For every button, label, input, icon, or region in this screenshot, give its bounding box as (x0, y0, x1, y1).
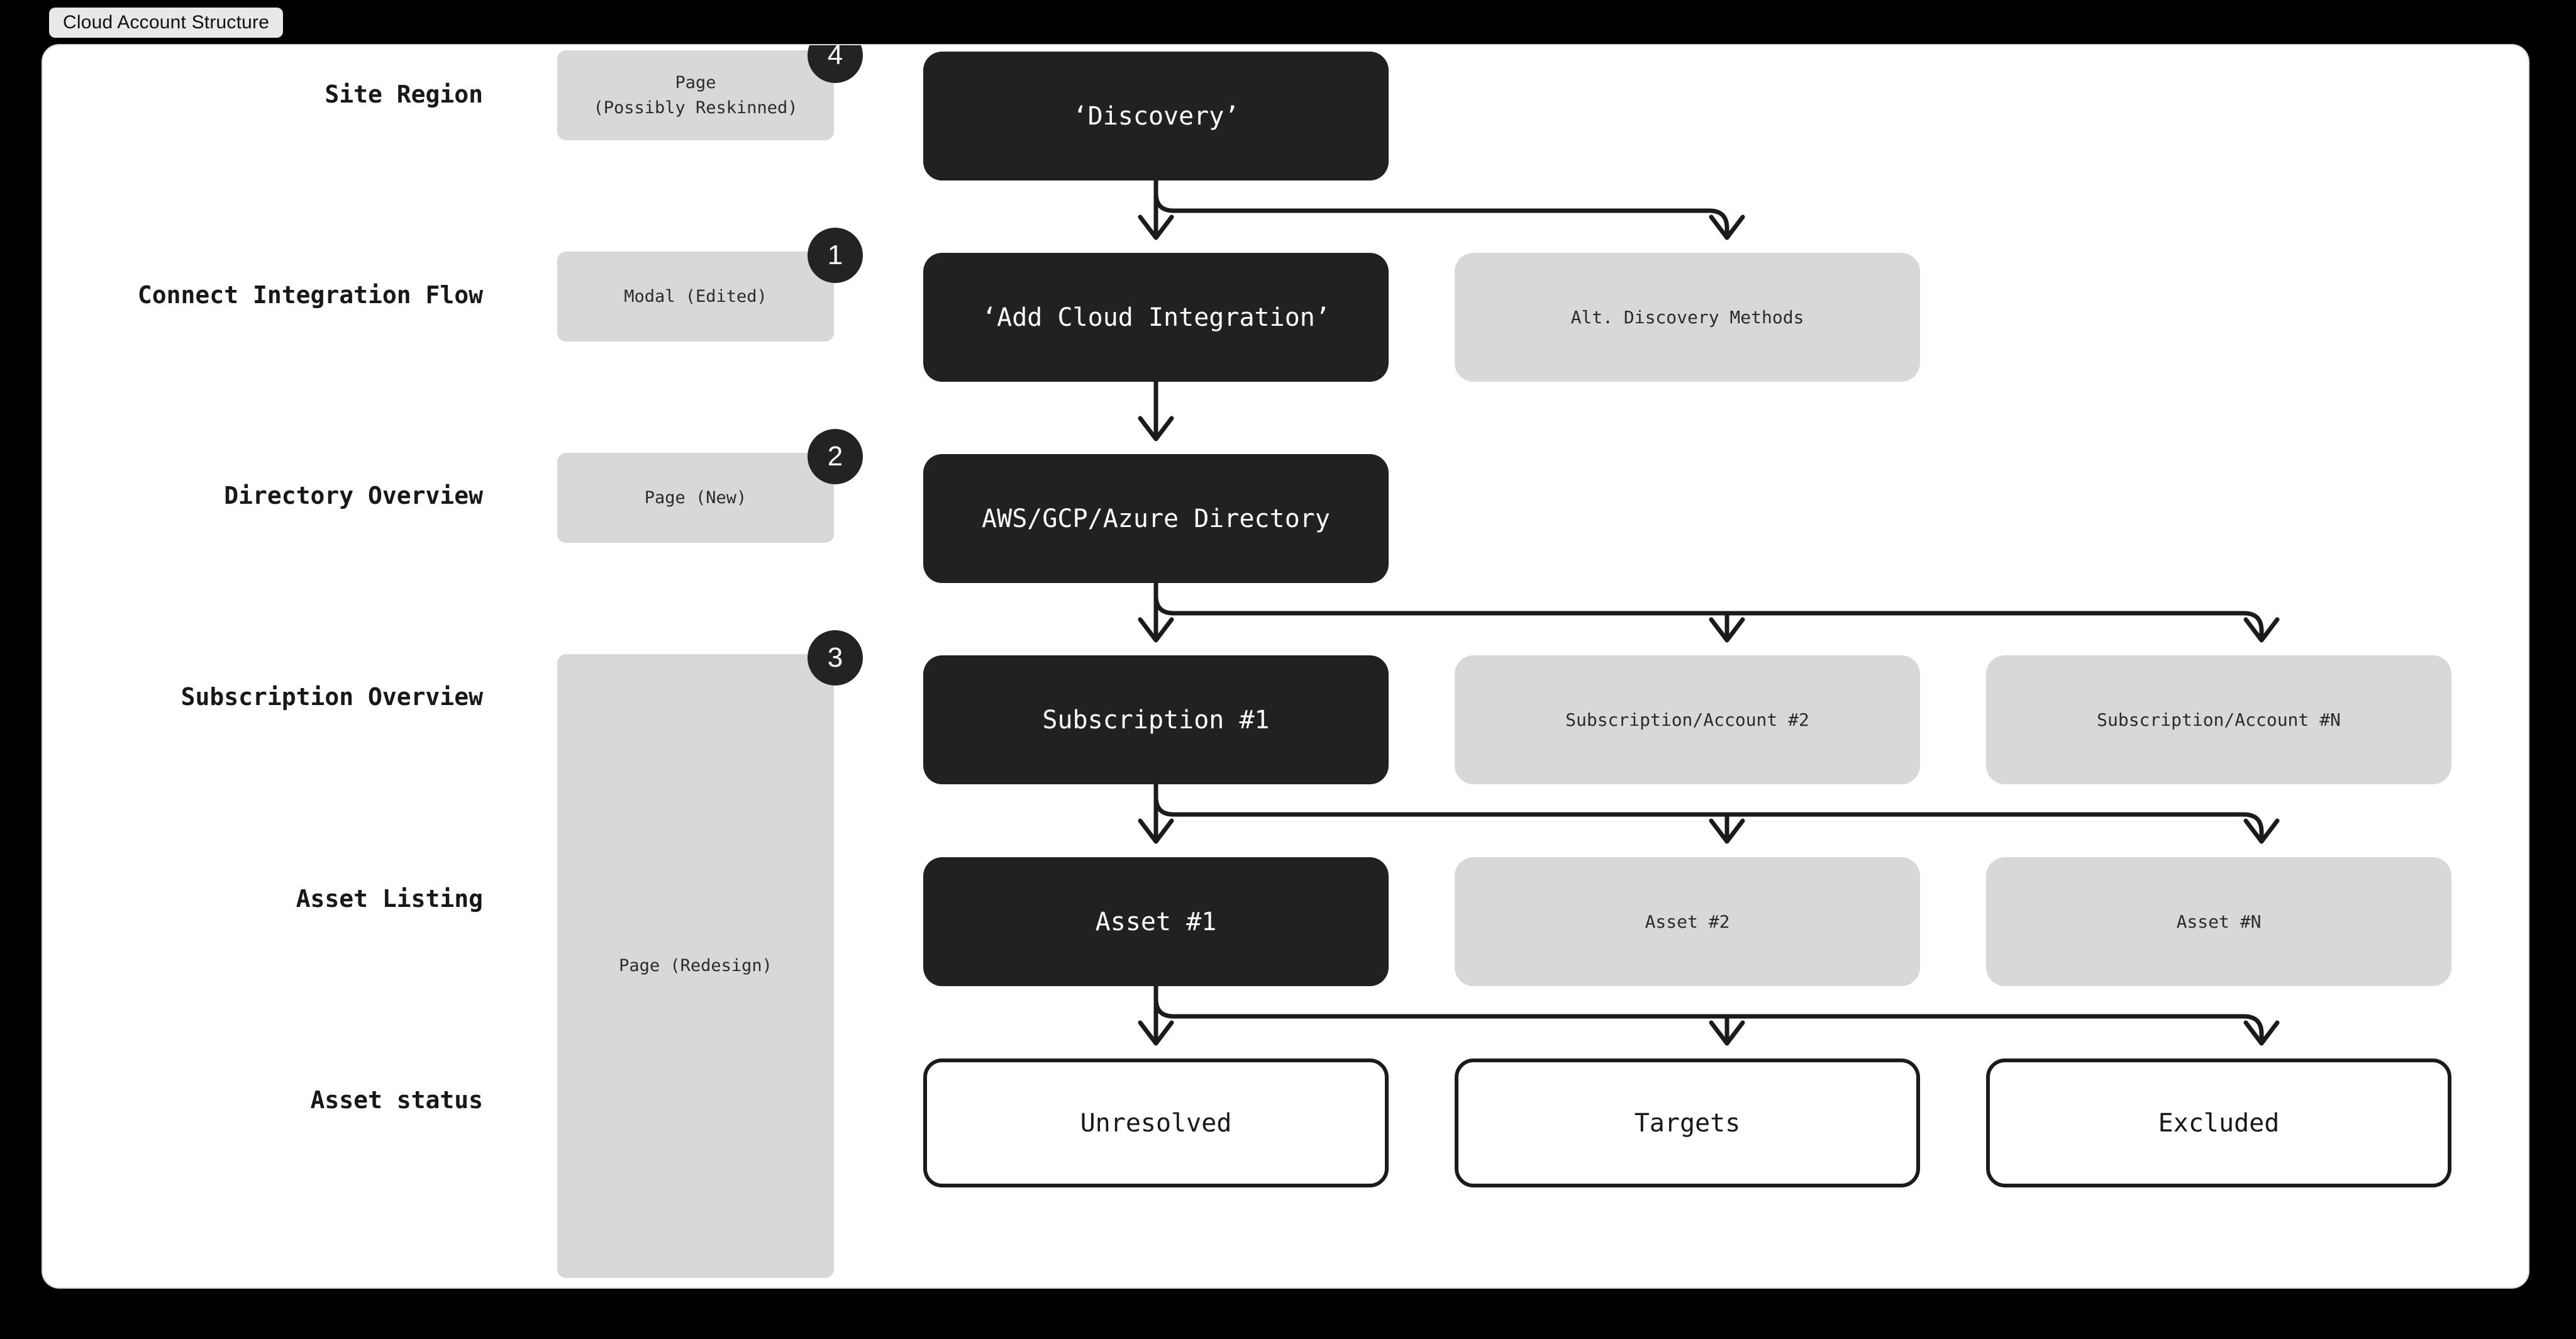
badge-2: 2 (808, 429, 863, 484)
annotation-directory-overview: Page (New) (557, 453, 834, 543)
node-status-excluded[interactable]: Excluded (1986, 1058, 2451, 1187)
annotation-site-region: Page (Possibly Reskinned) (557, 50, 834, 140)
node-status-targets[interactable]: Targets (1455, 1058, 1920, 1187)
node-alt-discovery-methods[interactable]: Alt. Discovery Methods (1455, 253, 1920, 382)
node-asset-2[interactable]: Asset #2 (1455, 857, 1920, 986)
badge-3: 3 (808, 630, 863, 686)
row-label-asset-status: Asset status (310, 1086, 483, 1114)
node-discovery[interactable]: ‘Discovery’ (923, 52, 1389, 181)
node-subscription-account-2[interactable]: Subscription/Account #2 (1455, 655, 1920, 784)
badge-1: 1 (808, 228, 863, 283)
node-add-cloud-integration[interactable]: ‘Add Cloud Integration’ (923, 253, 1389, 382)
node-asset-1[interactable]: Asset #1 (923, 857, 1389, 986)
connector-asset-branch (1138, 984, 2280, 1046)
row-label-directory-overview: Directory Overview (224, 482, 483, 509)
annotation-line: Page (Redesign) (619, 956, 772, 976)
annotation-line: Page (New) (644, 487, 747, 508)
connector-directory-branch (1138, 581, 2280, 643)
node-subscription-1[interactable]: Subscription #1 (923, 655, 1389, 784)
window-title: Cloud Account Structure (49, 8, 284, 38)
row-label-connect-integration-flow: Connect Integration Flow (137, 281, 483, 309)
annotation-line: Page (675, 73, 716, 93)
diagram-canvas: Site Region Connect Integration Flow Dir… (43, 45, 2528, 1287)
row-label-column: Site Region Connect Integration Flow Dir… (43, 45, 483, 1287)
node-subscription-account-n[interactable]: Subscription/Account #N (1986, 655, 2451, 784)
connector-discovery-branch (1138, 178, 1745, 240)
connector-subscription-branch (1138, 782, 2280, 844)
node-aws-gcp-azure-directory[interactable]: AWS/GCP/Azure Directory (923, 454, 1389, 583)
node-status-unresolved[interactable]: Unresolved (923, 1058, 1389, 1187)
connector-integration-to-directory (1138, 378, 1174, 442)
row-label-asset-listing: Asset Listing (296, 885, 483, 913)
annotation-connect-integration-flow: Modal (Edited) (557, 252, 834, 342)
annotation-line: Modal (Edited) (624, 286, 767, 306)
row-label-site-region: Site Region (325, 81, 483, 108)
node-asset-n[interactable]: Asset #N (1986, 857, 2451, 986)
row-label-subscription-overview: Subscription Overview (180, 683, 483, 711)
annotation-line: (Possibly Reskinned) (593, 97, 798, 118)
annotation-asset-redesign: Page (Redesign) (557, 654, 834, 1278)
